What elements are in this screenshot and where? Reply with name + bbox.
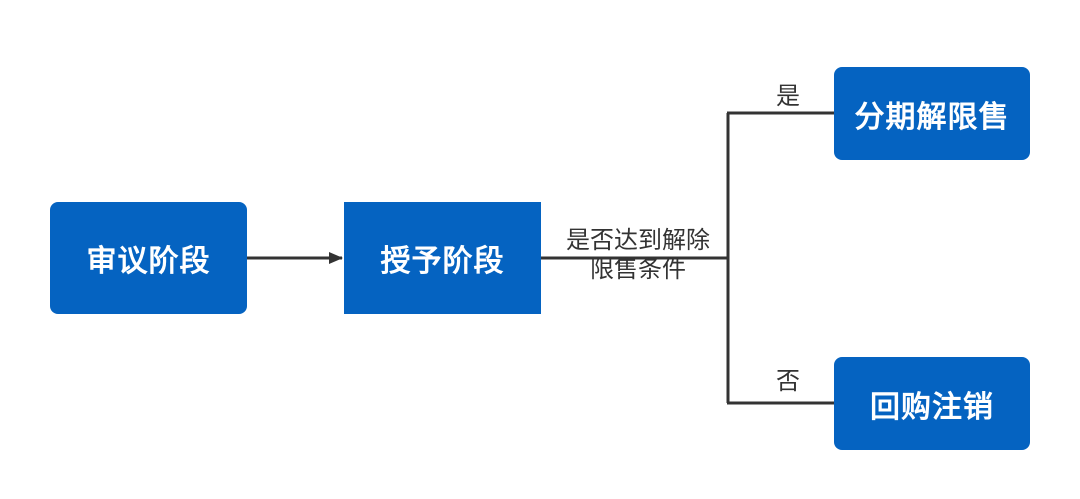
review-stage-node: 审议阶段 [50, 202, 247, 314]
phased-unlock-label: 分期解限售 [854, 99, 1010, 135]
grant-stage-label: 授予阶段 [380, 244, 505, 279]
branch-no-label: 否 [776, 367, 800, 395]
condition-label-line2: 限售条件 [590, 254, 686, 283]
condition-label-line1: 是否达到解除 [566, 226, 710, 254]
review-stage-label: 审议阶段 [86, 244, 211, 279]
buyback-cancel-node: 回购注销 [834, 357, 1030, 450]
phased-unlock-node: 分期解限售 [834, 67, 1030, 160]
branch-yes-label: 是 [776, 82, 800, 110]
condition-label: 是否达到解除 限售条件 [548, 226, 728, 284]
grant-stage-node: 授予阶段 [344, 202, 541, 314]
buyback-cancel-label: 回购注销 [870, 389, 994, 425]
